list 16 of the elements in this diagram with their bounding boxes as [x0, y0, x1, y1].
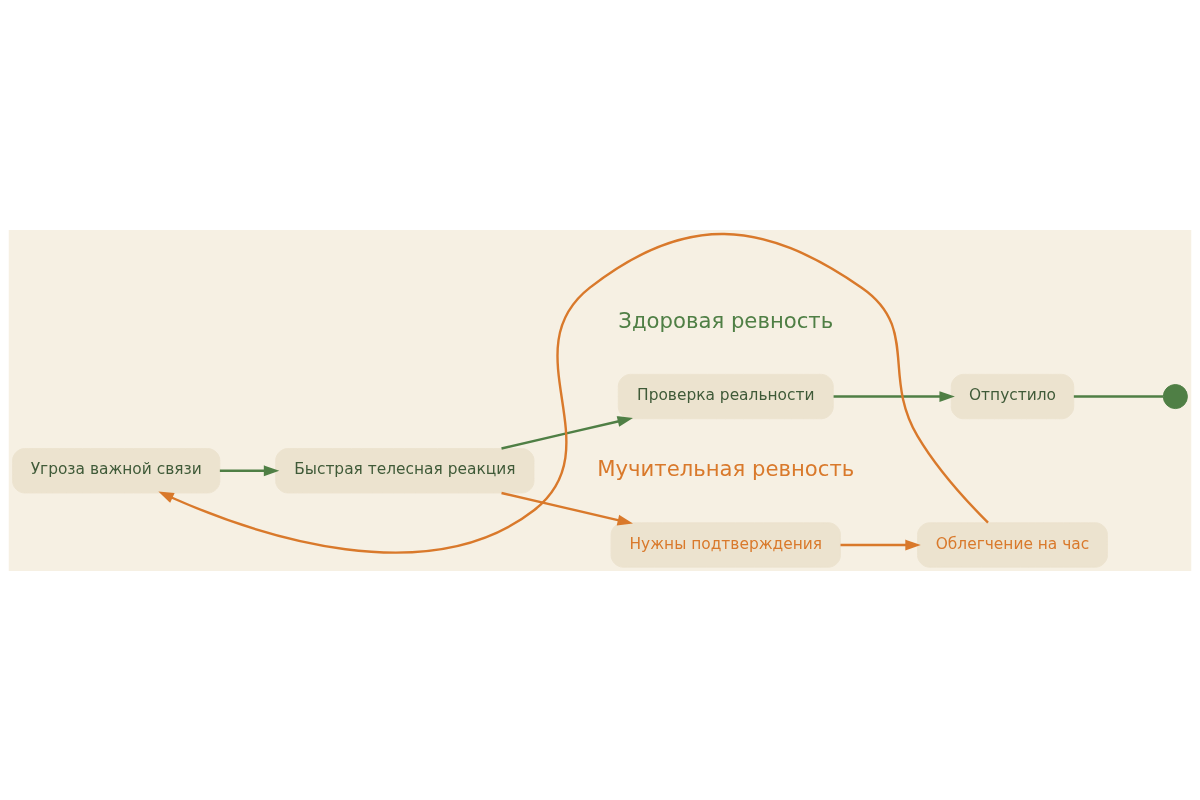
arrow — [833, 390, 955, 402]
node-box: Нужны подтверждения — [610, 521, 841, 568]
label: Здоровая ревность — [618, 307, 834, 333]
node-box: Отпустило — [950, 373, 1075, 419]
label: Мучительная ревность — [597, 455, 855, 481]
connector — [1073, 394, 1164, 398]
node-box: Облегчение на час — [917, 521, 1108, 568]
node-circle — [1162, 383, 1188, 409]
arrow — [840, 539, 921, 550]
arrow — [501, 491, 633, 525]
node-box: Быстрая телесная реакция — [275, 447, 535, 493]
arrow — [158, 232, 989, 553]
arrow — [501, 415, 633, 450]
node-box: Проверка реальности — [617, 373, 834, 419]
arrow — [219, 464, 280, 476]
node-box: Угроза важной связи — [12, 447, 221, 493]
